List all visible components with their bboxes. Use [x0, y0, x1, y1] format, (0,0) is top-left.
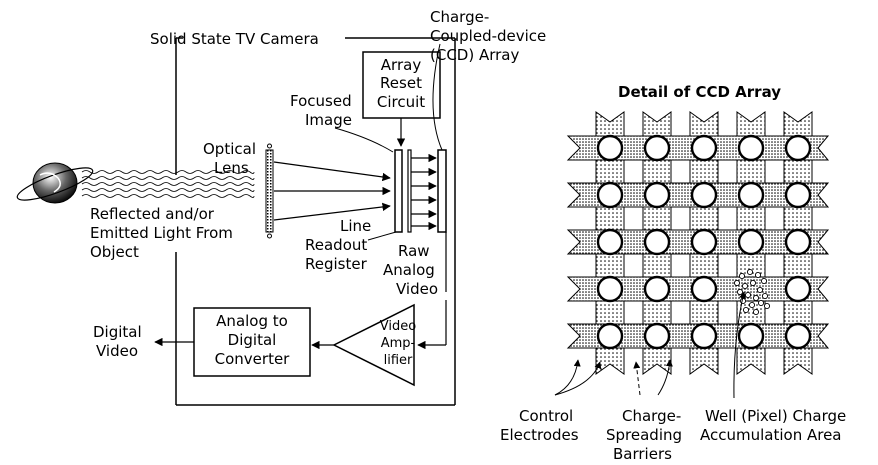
adc-label-3: Converter: [215, 350, 291, 368]
pixel-well: [596, 275, 624, 303]
light-waves: [81, 170, 255, 198]
pixel-well: [690, 134, 718, 162]
pixel-well: [643, 181, 671, 209]
raw-video-label-1: Raw: [398, 242, 430, 260]
reflected-label-3: Object: [90, 243, 139, 261]
barriers-label-2: Spreading: [606, 426, 682, 444]
video-amplifier: Video Amp- lifier: [332, 303, 416, 387]
pixel-well: [737, 181, 765, 209]
pixel-well: [737, 322, 765, 350]
pixel-well: [596, 181, 624, 209]
pixel-well: [596, 322, 624, 350]
pixel-well: [737, 228, 765, 256]
pixel-well: [784, 228, 812, 256]
adc-label-1: Analog to: [216, 312, 288, 330]
signal-path: [154, 232, 447, 350]
control-electrodes-label-1: Control: [519, 407, 573, 425]
raw-video-label-3: Video: [396, 280, 438, 298]
analog-to-digital-converter: Analog to Digital Converter: [193, 307, 311, 377]
ccd-label-3: (CCD) Array: [430, 46, 519, 64]
ccd-detail-grid: [566, 111, 830, 375]
ccd-label-1: Charge-: [430, 8, 489, 26]
line-readout-label-3: Register: [305, 255, 368, 273]
pixel-well: [784, 134, 812, 162]
raw-video-label-2: Analog: [383, 261, 435, 279]
pixel-well: [643, 134, 671, 162]
pixel-well: [596, 228, 624, 256]
reset-label-3: Circuit: [377, 93, 425, 111]
digital-video-label-2: Video: [96, 342, 138, 360]
barriers-label-3: Barriers: [613, 445, 672, 463]
optical-label-1: Optical: [203, 140, 256, 158]
detail-leaders: [554, 291, 747, 399]
line-readout-label-2: Readout: [305, 236, 367, 254]
reset-label-1: Array: [381, 56, 422, 74]
optical-label-2: Lens: [214, 159, 249, 177]
well-label-1: Well (Pixel) Charge: [705, 407, 846, 425]
pixel-well: [784, 181, 812, 209]
barriers-label-1: Charge-: [622, 407, 681, 425]
reflected-label-2: Emitted Light From: [90, 224, 233, 242]
pixel-well: [596, 134, 624, 162]
amp-label-2: Amp-: [381, 336, 416, 351]
pixel-well: [643, 322, 671, 350]
reflected-label-1: Reflected and/or: [90, 205, 215, 223]
adc-label-2: Digital: [228, 331, 277, 349]
charge-cluster: [733, 268, 771, 316]
camera-label: Solid State TV Camera: [150, 30, 319, 48]
camera-housing: [175, 37, 456, 406]
pixel-well: [784, 322, 812, 350]
digital-video-label-1: Digital: [93, 323, 142, 341]
object-globe-icon: [16, 162, 94, 204]
focused-label-2: Image: [305, 111, 352, 129]
pixel-well: [690, 322, 718, 350]
focused-label-1: Focused: [290, 92, 352, 110]
optical-lens: [265, 143, 274, 239]
ccd-label-2: Coupled-device: [430, 27, 546, 45]
pixel-well: [643, 228, 671, 256]
array-reset-circuit: Array Reset Circuit: [362, 51, 441, 147]
ccd-sensor: [394, 149, 447, 233]
detail-title: Detail of CCD Array: [618, 83, 781, 101]
control-electrodes-label-2: Electrodes: [500, 426, 579, 444]
pixel-well: [690, 275, 718, 303]
pixel-well: [690, 228, 718, 256]
amp-label-1: Video: [380, 319, 416, 334]
amp-label-3: lifier: [384, 353, 413, 368]
leader-lines: [334, 43, 443, 241]
pixel-well: [643, 275, 671, 303]
pixel-well: [784, 275, 812, 303]
pixel-well: [737, 134, 765, 162]
focus-rays: [273, 161, 391, 221]
pixel-well: [690, 181, 718, 209]
well-label-2: Accumulation Area: [700, 426, 842, 444]
line-readout-label-1: Line: [340, 217, 371, 235]
reset-label-2: Reset: [380, 74, 422, 92]
